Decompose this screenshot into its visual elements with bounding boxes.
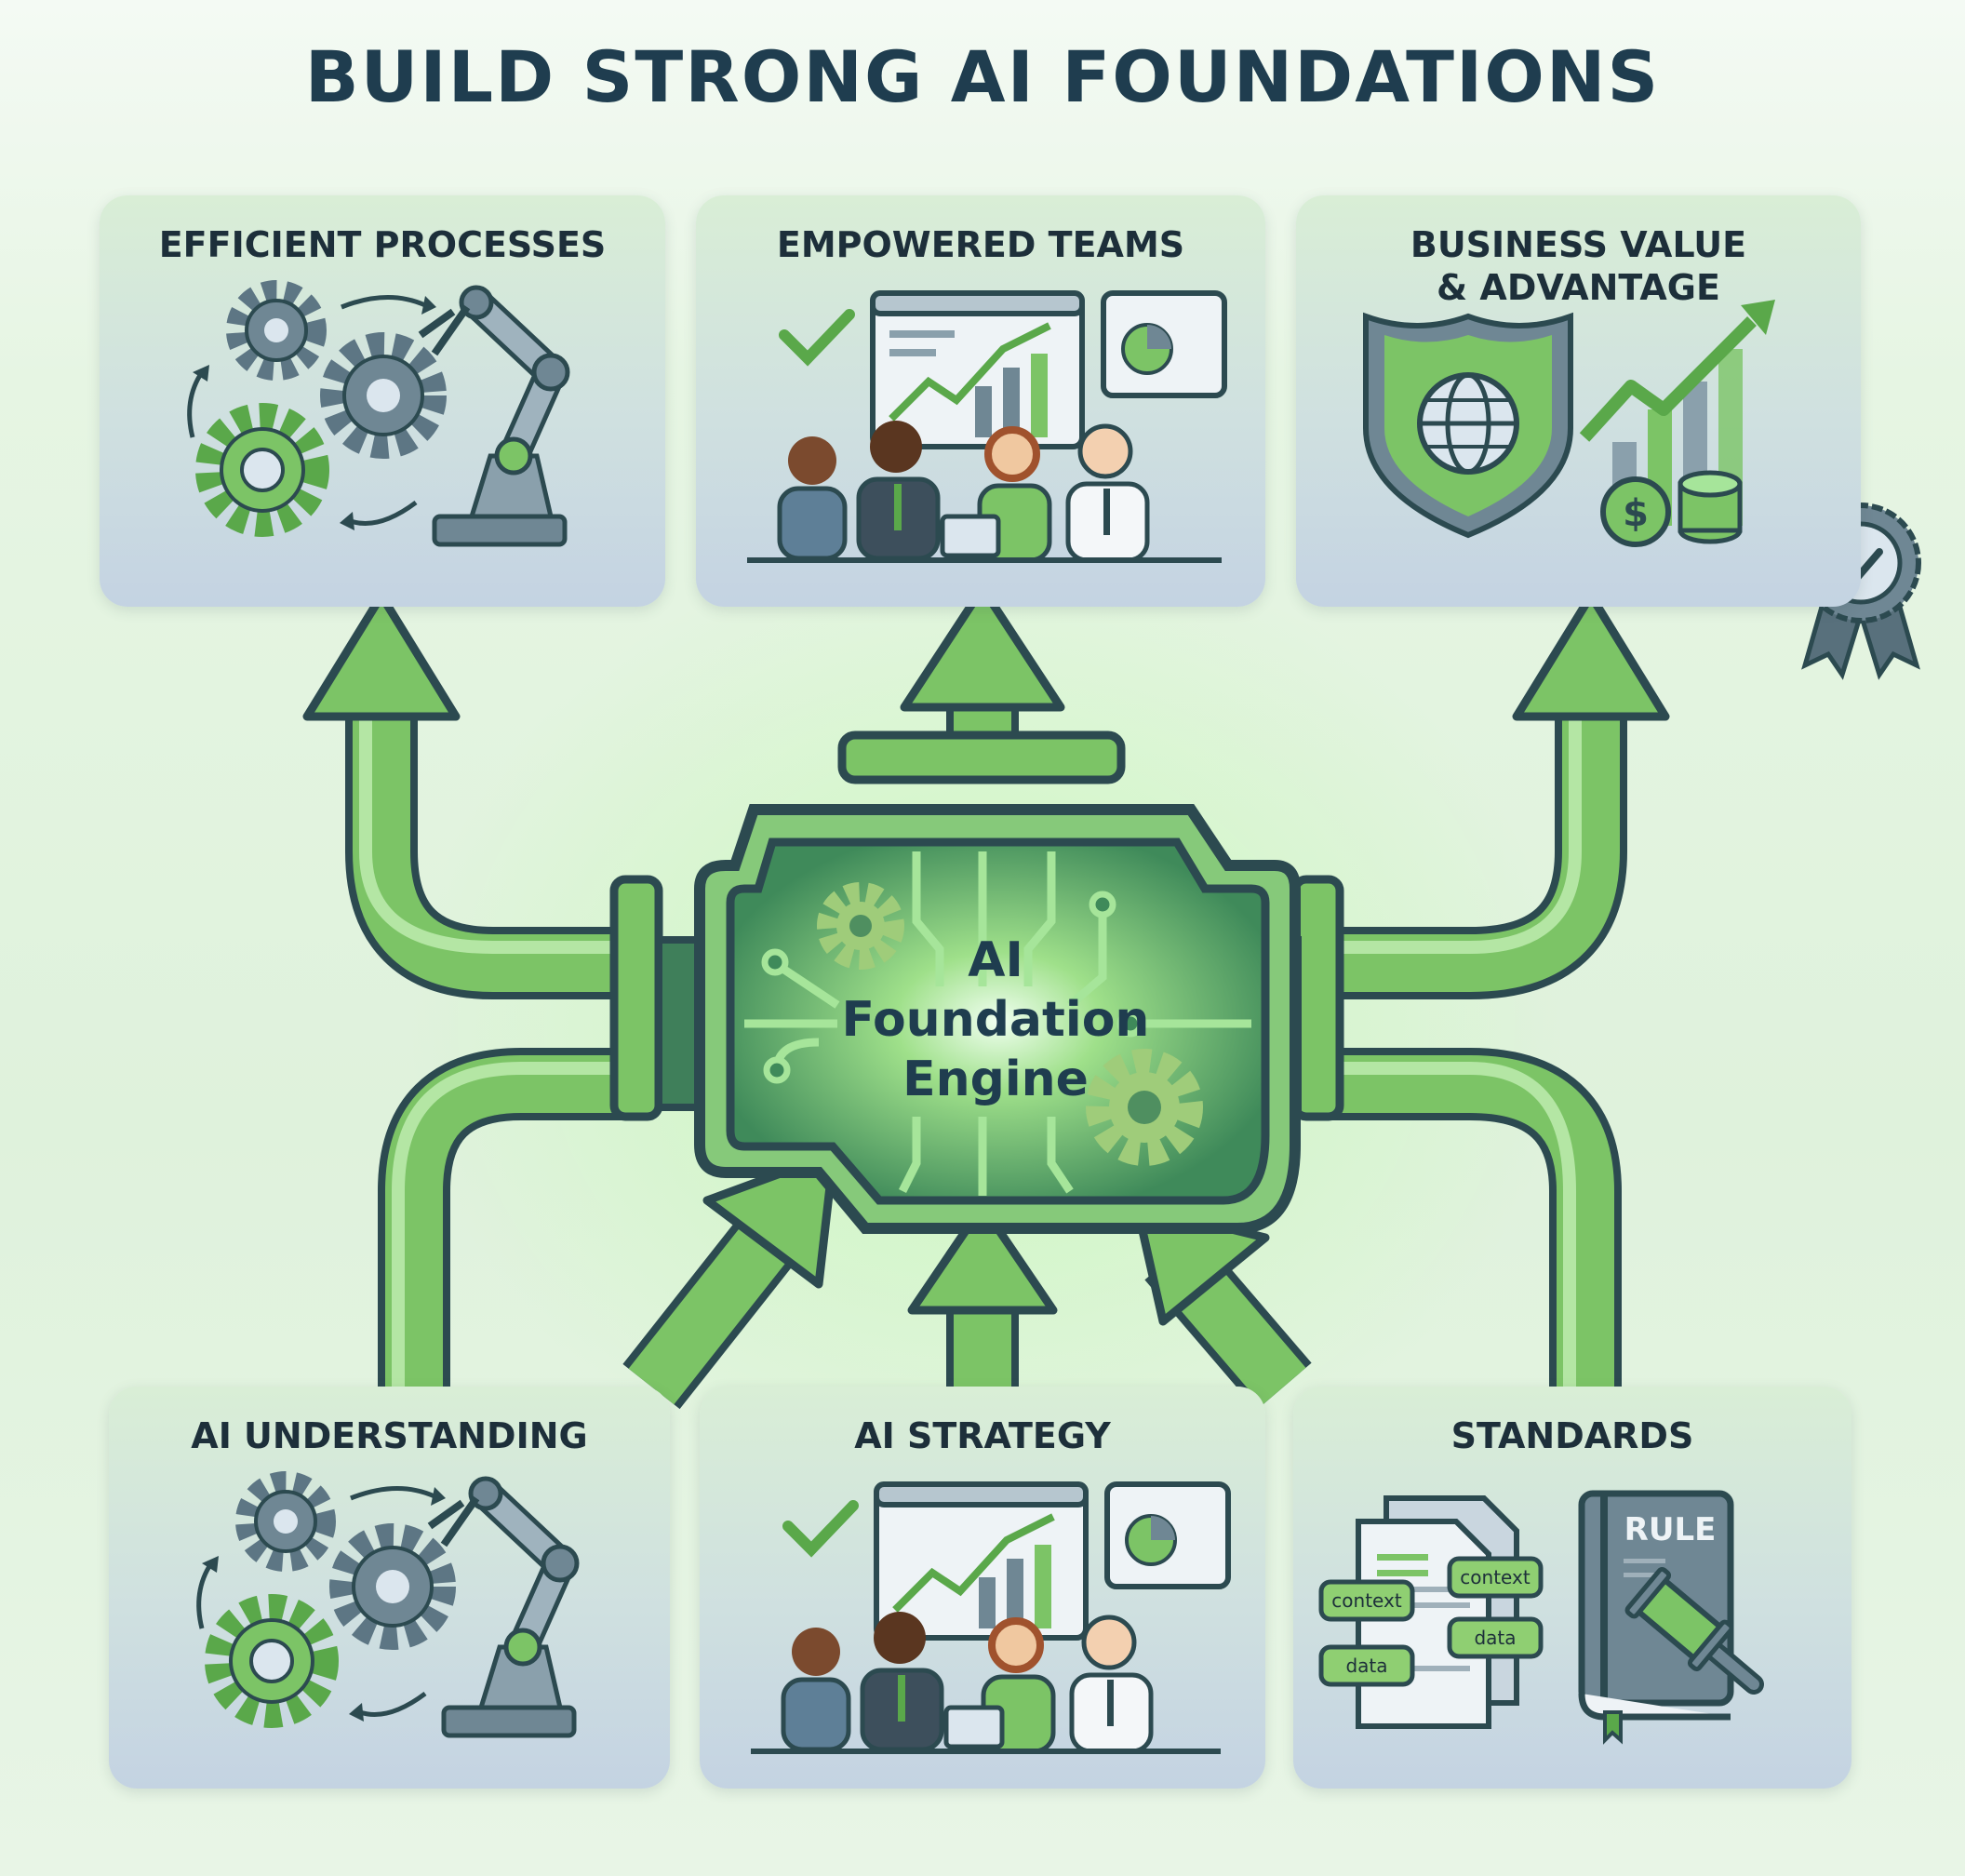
growth-arrow-icon (1579, 316, 1757, 442)
gears-robot-arm-icon (196, 1471, 580, 1738)
card-business-value: BUSINESS VALUE & ADVANTAGE $ (1296, 195, 1861, 607)
arrow-up-center (900, 583, 1065, 712)
tag-label: data (1474, 1627, 1516, 1649)
engine-label-line: Foundation (841, 992, 1150, 1048)
engine-top-connector (837, 730, 1126, 784)
documents-rulebook-icon: context context data data RULE (1318, 1490, 1764, 1745)
book-label: RULE (1624, 1511, 1717, 1548)
tag-chip (1447, 1616, 1544, 1659)
tag-label: context (1331, 1589, 1402, 1612)
gavel-icon (1624, 1567, 1764, 1695)
checkmark-icon (779, 309, 855, 367)
tag-chip (1318, 1579, 1415, 1622)
arrow-up-left (302, 591, 461, 721)
pipe-highlights (359, 707, 1582, 1396)
card-title: EFFICIENT PROCESSES (158, 224, 607, 265)
person-icon (1065, 423, 1150, 563)
circuit-nodes (761, 891, 1144, 1084)
card-title: BUSINESS VALUE & ADVANTAGE (1296, 223, 1861, 309)
engine-gear-icon (817, 882, 904, 970)
page-title: BUILD STRONG AI FOUNDATIONS (304, 35, 1661, 118)
shield-growth-icon: $ (1363, 300, 1775, 547)
dollar-coin-icon (1600, 476, 1671, 547)
dollar-sign: $ (1623, 492, 1649, 535)
card-standards: STANDARDS context context data data RULE (1293, 1387, 1851, 1789)
laptop-icon (943, 1705, 1005, 1749)
arrow-in-center (907, 1201, 1058, 1315)
person-icon (781, 1628, 851, 1752)
arrow-up-right (1512, 591, 1670, 721)
card-ai-strategy: AI STRATEGY (700, 1387, 1265, 1789)
team-dashboard-icon (747, 290, 1227, 563)
engine-left-flange (609, 875, 663, 1121)
card-title: STANDARDS (1450, 1415, 1694, 1456)
team-dashboard-icon (751, 1481, 1231, 1754)
engine-label-line: Engine (902, 1052, 1089, 1107)
card-title: EMPOWERED TEAMS (776, 224, 1185, 265)
coin-stack-icon (1678, 470, 1743, 544)
engine-label-line: AI (968, 932, 1023, 988)
card-efficient-processes: EFFICIENT PROCESSES (100, 195, 665, 607)
bookmark-icon (1603, 1710, 1623, 1745)
tag-label: data (1345, 1655, 1387, 1677)
gears-robot-arm-icon (187, 280, 570, 547)
card-title: AI UNDERSTANDING (191, 1415, 588, 1456)
person-icon (1069, 1615, 1154, 1754)
person-icon (860, 1612, 944, 1752)
engine-gear-icon (1086, 1049, 1203, 1166)
engine-right-flange (1290, 875, 1344, 1121)
person-icon (777, 436, 848, 561)
laptop-icon (940, 514, 1001, 558)
tag-label: context (1460, 1566, 1531, 1588)
card-title: AI STRATEGY (854, 1415, 1111, 1456)
checkmark-icon (782, 1500, 859, 1558)
engine-label: AI Foundation Engine (707, 931, 1284, 1109)
person-icon (856, 421, 941, 561)
tag-chip (1318, 1644, 1415, 1687)
globe-icon (1417, 372, 1519, 475)
card-empowered-teams: EMPOWERED TEAMS (696, 195, 1265, 607)
card-title-line: & ADVANTAGE (1437, 267, 1720, 308)
card-title-line: BUSINESS VALUE (1410, 224, 1747, 265)
tag-chip (1447, 1556, 1544, 1599)
card-ai-understanding: AI UNDERSTANDING (109, 1387, 670, 1789)
